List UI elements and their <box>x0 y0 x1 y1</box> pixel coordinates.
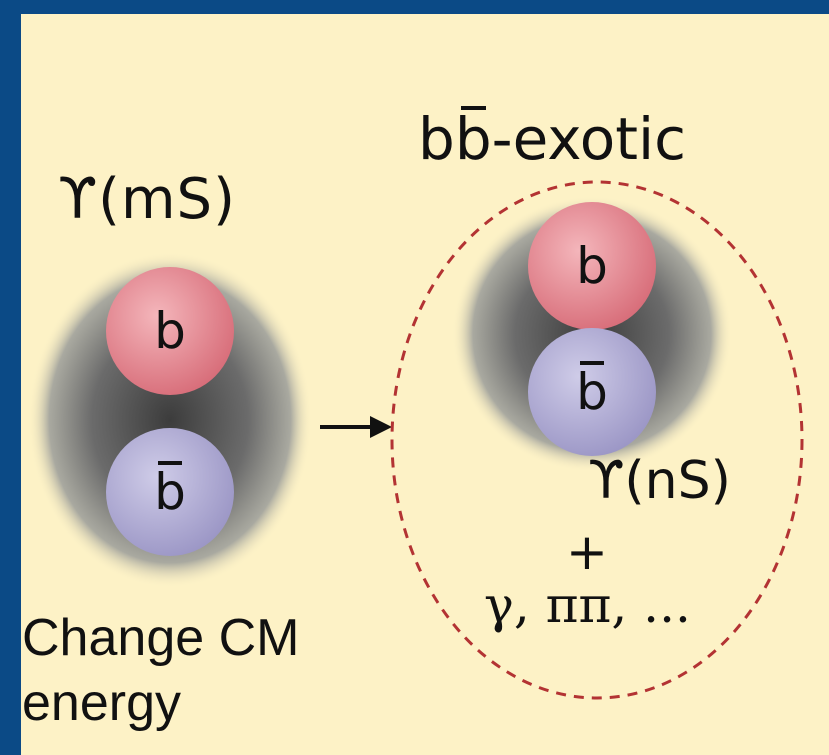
exotic-label: bb-exotic <box>418 105 686 173</box>
right-antib-quark <box>528 328 656 456</box>
upsilon-m-meson <box>28 252 312 588</box>
plus-sign: + <box>566 523 608 581</box>
right-b-quark <box>528 202 656 330</box>
caption-text: Change CM energy <box>22 609 300 732</box>
decay-products: γ, ππ, ... <box>484 576 691 634</box>
upsilon-m-label: ϒ(mS) <box>58 167 236 232</box>
exotic-suffix: -exotic <box>491 105 687 173</box>
exotic-boundary <box>390 180 804 700</box>
exotic-b: b <box>418 105 455 173</box>
transition-arrow <box>320 416 392 438</box>
upsilon-n-label: ϒ(nS) <box>588 451 731 511</box>
left-antib-quark <box>106 428 234 556</box>
left-b-quark <box>106 267 234 395</box>
upsilon-n-meson <box>452 196 732 472</box>
exotic-bbar: b <box>454 105 492 173</box>
left-gluon-cloud <box>28 252 312 588</box>
